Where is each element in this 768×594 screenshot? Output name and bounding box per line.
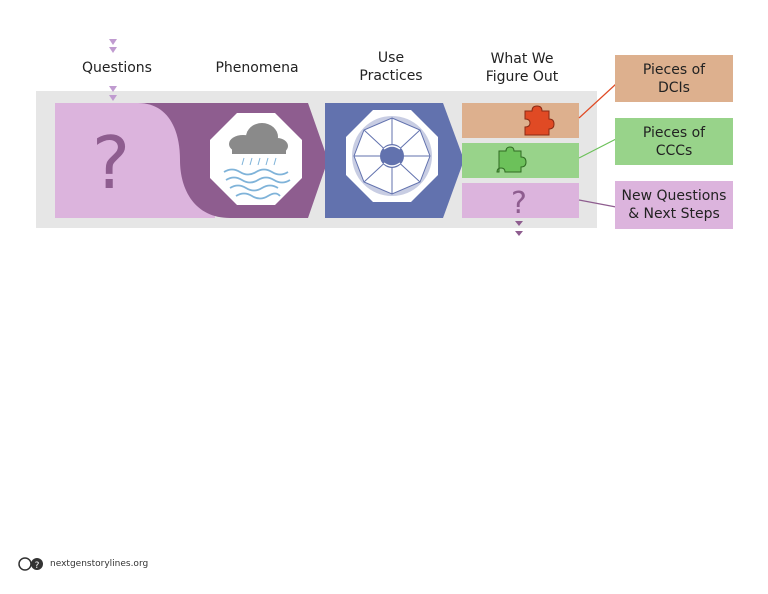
svg-text:?: ? bbox=[35, 561, 40, 571]
header-phenomena: Phenomena bbox=[215, 60, 299, 76]
big-question-mark: ? bbox=[92, 121, 130, 205]
rain-cloud-icon bbox=[229, 123, 288, 166]
footer: ? nextgenstorylines.org bbox=[18, 557, 148, 571]
dci-connector bbox=[578, 83, 617, 119]
nextgen-storylines-logo: ? bbox=[18, 557, 43, 571]
header-what-we-figure-out: What We Figure Out bbox=[485, 51, 559, 85]
new-questions-connector bbox=[578, 199, 617, 208]
new-questions-callout: New Questions & Next Steps bbox=[615, 181, 733, 229]
green-puzzle-piece-icon bbox=[496, 146, 527, 173]
practices-wheel-icon bbox=[346, 110, 438, 202]
header-use-practices: Use Practices bbox=[359, 50, 423, 84]
water-waves-icon bbox=[223, 168, 291, 200]
dci-panel bbox=[462, 103, 579, 138]
footer-site-link[interactable]: nextgenstorylines.org bbox=[50, 559, 149, 569]
red-puzzle-piece-icon bbox=[524, 105, 555, 136]
dci-callout: Pieces of DCIs bbox=[615, 55, 733, 102]
down-arrow-markers-bottom bbox=[515, 221, 523, 236]
ccc-connector bbox=[578, 138, 617, 159]
new-questions-panel bbox=[462, 183, 579, 218]
small-question-mark: ? bbox=[511, 186, 527, 221]
header-questions: Questions bbox=[82, 60, 152, 76]
ccc-callout: Pieces of CCCs bbox=[615, 118, 733, 165]
